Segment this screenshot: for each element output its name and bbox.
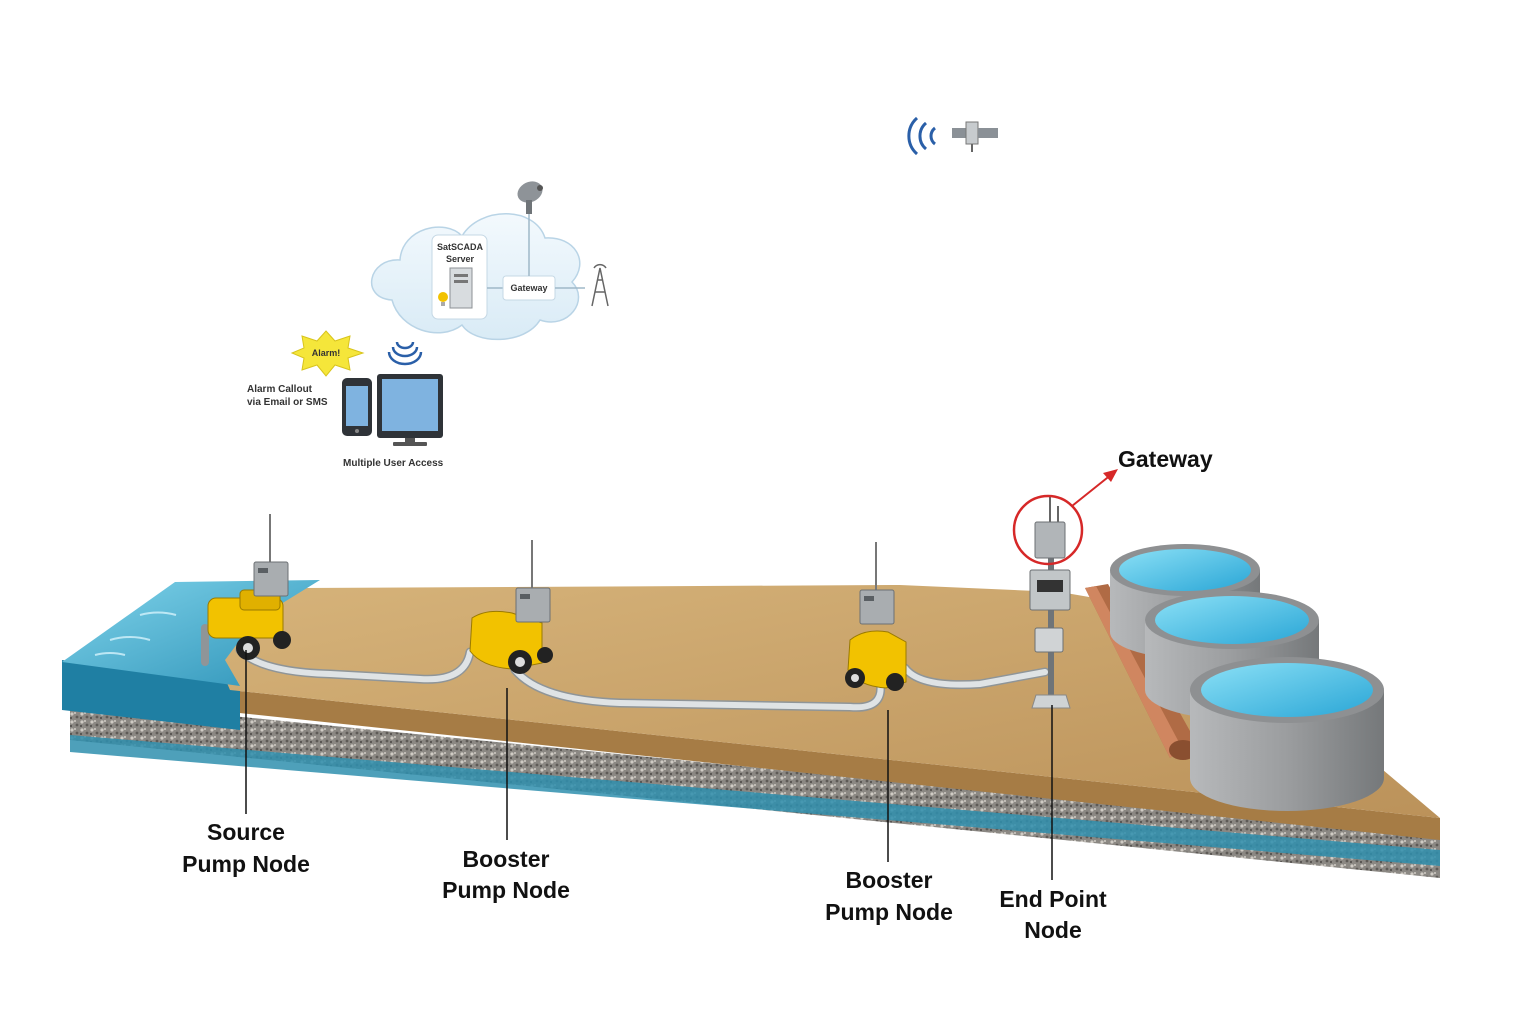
water-tanks xyxy=(1110,544,1384,811)
source-pump xyxy=(207,513,291,660)
cell-tower-icon xyxy=(591,263,609,307)
underground-water-stripe xyxy=(70,735,1440,866)
svg-text:Node: Node xyxy=(1024,917,1082,943)
satellite-dish-icon xyxy=(517,181,543,214)
end-point-station xyxy=(1012,469,1118,709)
gateway-label: Gateway xyxy=(1118,446,1213,472)
control-box-icon xyxy=(859,541,895,625)
water-tank-icon xyxy=(1190,657,1384,811)
alarm-badge-label: Alarm! xyxy=(312,348,341,358)
gateway-highlight-circle xyxy=(1012,494,1084,566)
water-front-face xyxy=(62,660,240,730)
svg-text:Pump Node: Pump Node xyxy=(825,899,953,925)
wifi-signal-icon xyxy=(907,116,937,156)
radio-antenna-icon xyxy=(1049,496,1059,522)
pump-icon xyxy=(469,610,553,674)
wifi-signal-icon xyxy=(387,341,423,366)
alarm-starburst-icon: Alarm! xyxy=(290,330,365,377)
alarm-callout-line1: Alarm Callout xyxy=(247,384,313,395)
server-label-line2: Server xyxy=(446,254,475,264)
svg-text:Pump Node: Pump Node xyxy=(442,877,570,903)
cloud-gateway-label: Gateway xyxy=(510,283,547,293)
svg-text:Booster: Booster xyxy=(463,846,550,872)
control-box-icon xyxy=(515,539,551,623)
svg-text:End Point: End Point xyxy=(999,886,1107,912)
node-label-booster-2: Booster Pump Node xyxy=(825,867,953,925)
node-label-booster-1: Booster Pump Node xyxy=(442,846,570,903)
booster-pump-2 xyxy=(845,541,907,691)
pipeline xyxy=(201,624,1050,712)
control-box-icon xyxy=(1034,521,1066,559)
svg-text:Source: Source xyxy=(207,819,285,845)
user-access: Alarm! Alarm Callout via Email or SMS Mu… xyxy=(247,330,444,469)
multiple-user-access-label: Multiple User Access xyxy=(343,458,444,469)
satellite xyxy=(907,116,998,156)
node-label-endpoint: End Point Node xyxy=(999,886,1107,943)
leader-lines xyxy=(245,650,1053,880)
smartphone-icon xyxy=(342,378,372,436)
control-box-icon xyxy=(1034,627,1064,653)
svg-text:Pump Node: Pump Node xyxy=(182,851,310,877)
server-label-line1: SatSCADA xyxy=(437,242,484,252)
booster-pump-1 xyxy=(469,539,553,674)
soil-front-face xyxy=(230,690,1440,840)
svg-text:Booster: Booster xyxy=(846,867,933,893)
gateway-arrow xyxy=(1071,469,1118,507)
pump-icon xyxy=(845,630,907,691)
cloud-server: SatSCADA Server Gateway xyxy=(370,181,609,366)
control-box-icon xyxy=(253,513,289,597)
satellite-icon xyxy=(952,121,998,152)
monitor-icon xyxy=(377,374,443,446)
alarm-callout-line2: via Email or SMS xyxy=(247,397,328,408)
node-label-source: Source Pump Node xyxy=(182,819,310,877)
server-icon xyxy=(438,267,473,309)
